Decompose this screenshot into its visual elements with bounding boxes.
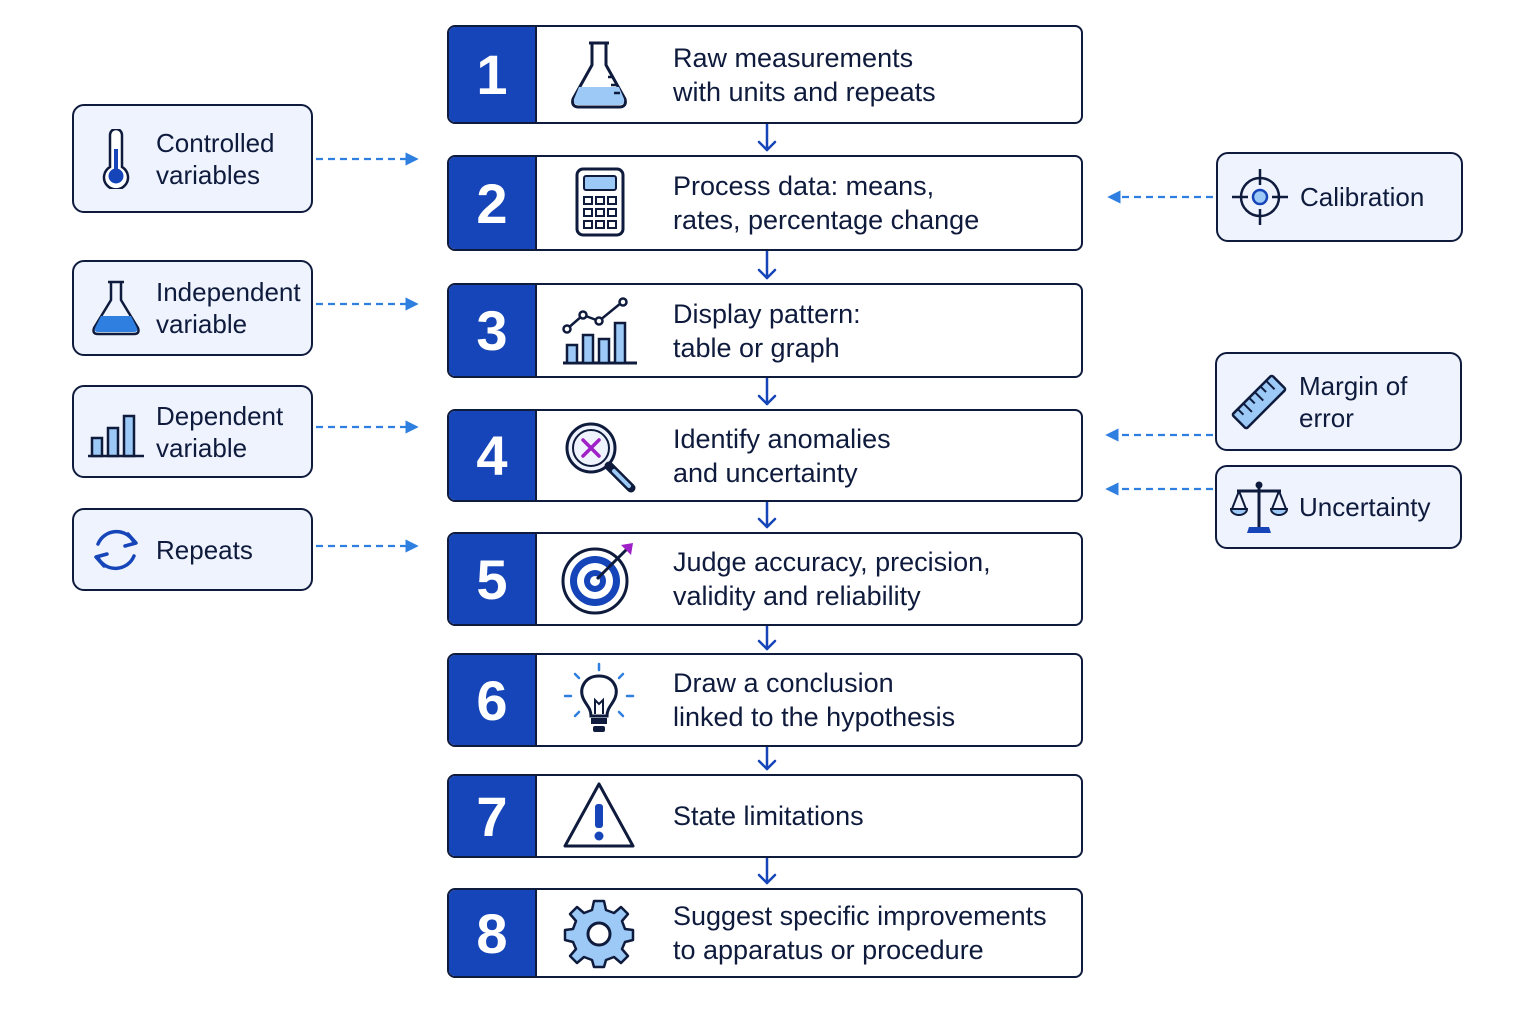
gear-icon xyxy=(563,899,635,969)
calculator-icon xyxy=(575,167,625,237)
balance-scale-icon xyxy=(1229,481,1289,533)
factor-line: Margin of xyxy=(1299,370,1408,401)
factor-calibration: Calibration xyxy=(1216,152,1463,242)
step-text: Suggest specific improvements to apparatu… xyxy=(673,899,1067,967)
step-text: Judge accuracy, precision, validity and r… xyxy=(673,545,1067,613)
factor-line: Calibration xyxy=(1300,182,1425,212)
flask-icon xyxy=(571,41,627,108)
factor-line: Dependent xyxy=(156,400,284,431)
crosshair-icon xyxy=(1232,169,1288,225)
refresh-icon xyxy=(94,529,138,570)
factor-line: Uncertainty xyxy=(1299,492,1431,522)
flask-icon xyxy=(92,280,140,336)
step-8: 8 Suggest specific improvements to appara… xyxy=(447,888,1083,978)
step-line: table or graph xyxy=(673,332,840,363)
step-number: 3 xyxy=(449,285,537,376)
step-line: validity and reliability xyxy=(673,581,921,611)
factor-line: Repeats xyxy=(156,534,253,565)
step-5: 5 Judge accuracy, precision, validity and… xyxy=(447,532,1083,626)
step-line: Process data: means, xyxy=(673,171,935,201)
step-text: State limitations xyxy=(673,799,1067,833)
step-number: 8 xyxy=(449,890,537,976)
flow-arrow-6-7 xyxy=(757,745,777,771)
step-number: 5 xyxy=(449,534,537,624)
flow-arrow-7-8 xyxy=(757,856,777,885)
step-2: 2 Process data: means, rates, percentage … xyxy=(447,155,1083,251)
step-number: 4 xyxy=(449,411,537,500)
step-number: 7 xyxy=(449,776,537,856)
step-line: Suggest specific improvements xyxy=(673,901,1047,931)
thermometer-icon xyxy=(102,128,130,189)
step-line: and uncertainty xyxy=(673,457,858,488)
step-line: Raw measurements xyxy=(673,42,914,73)
step-7: 7 State limitations xyxy=(447,774,1083,858)
factor-label: Uncertainty xyxy=(1299,491,1452,523)
factor-line: variables xyxy=(156,159,261,190)
step-text: Draw a conclusion linked to the hypothesi… xyxy=(673,666,1067,734)
step-number: 6 xyxy=(449,655,537,745)
bar-line-chart-icon xyxy=(562,296,637,364)
factor-uncertainty: Uncertainty xyxy=(1215,465,1462,549)
step-3: 3 Display pattern:table or graph xyxy=(447,283,1083,378)
factor-label: Calibration xyxy=(1300,181,1453,213)
step-number: 1 xyxy=(449,27,537,122)
flow-arrow-4-5 xyxy=(757,500,777,529)
warning-icon xyxy=(563,782,635,848)
factor-line: variable xyxy=(156,432,248,463)
factor-repeats: Repeats xyxy=(72,508,313,591)
ruler-icon xyxy=(1231,374,1287,429)
step-text: Process data: means, rates, percentage ch… xyxy=(673,169,1067,237)
target-dart-icon xyxy=(561,543,633,615)
flow-arrow-5-6 xyxy=(757,624,777,651)
bar-chart-icon xyxy=(88,414,144,457)
flow-arrow-2-3 xyxy=(757,249,777,280)
lightbulb-icon xyxy=(563,662,635,732)
step-line: State limitations xyxy=(673,801,864,831)
factor-line: Controlled xyxy=(156,127,275,158)
step-line: with units and repeats xyxy=(673,76,936,107)
step-line: linked to the hypothesis xyxy=(673,702,956,732)
magnifier-x-icon xyxy=(565,422,636,492)
step-line: Display pattern: xyxy=(673,298,861,329)
factor-line: Independent xyxy=(156,277,301,307)
factor-line: error xyxy=(1299,402,1354,433)
factor-line: variable xyxy=(156,309,248,339)
step-line: rates, percentage change xyxy=(673,205,980,235)
flow-arrow-3-4 xyxy=(757,376,777,406)
step-number: 2 xyxy=(449,157,537,249)
step-6: 6 Draw a conclusion linked to the hypothe… xyxy=(447,653,1083,747)
step-line: Draw a conclusion xyxy=(673,668,894,698)
flow-arrow-1-2 xyxy=(757,122,777,152)
step-line: to apparatus or procedure xyxy=(673,935,984,965)
factor-label: Repeats xyxy=(156,534,303,566)
step-line: Identify anomalies xyxy=(673,423,891,454)
step-text: Display pattern:table or graph xyxy=(673,297,1067,365)
step-line: Judge accuracy, precision, xyxy=(673,547,991,577)
